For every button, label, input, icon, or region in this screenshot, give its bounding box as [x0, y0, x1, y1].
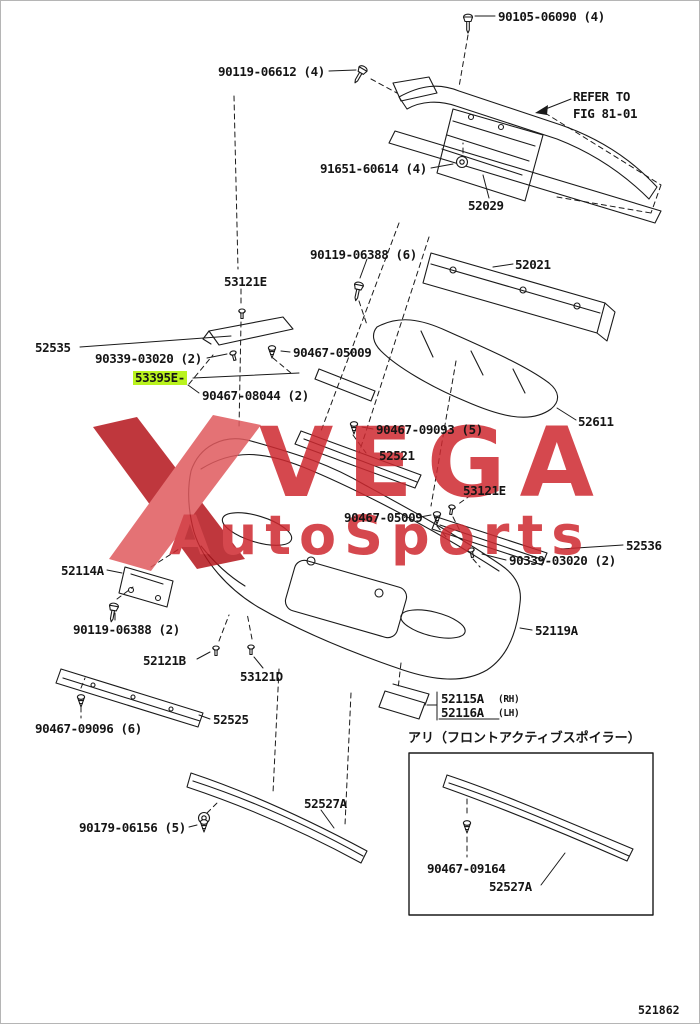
inset-box	[408, 752, 654, 916]
screw-icon	[462, 820, 472, 834]
bolt-icon	[462, 13, 474, 34]
clip-icon	[228, 349, 239, 362]
clip-icon	[238, 308, 246, 320]
refer-note: REFER TO	[573, 89, 631, 104]
part-label: 52536	[626, 538, 662, 553]
moulding-strips-shape	[294, 368, 548, 566]
inset-caption: アリ（フロントアクティブスポイラー）	[408, 731, 641, 746]
bolt-icon	[350, 280, 365, 303]
part-label: 52121B	[143, 653, 186, 668]
clip-icon	[466, 546, 477, 559]
part-label: 90467-05009	[344, 510, 423, 525]
part-label: 52115A	[441, 691, 484, 706]
part-label: 52527A	[489, 879, 532, 894]
part-label: 53121E	[224, 274, 267, 289]
spoiler-shape	[186, 772, 368, 864]
clip-icon	[446, 503, 457, 516]
part-label: 90467-08044 (2)	[202, 388, 309, 403]
clip-icon	[247, 644, 255, 656]
part-label: 52021	[515, 257, 551, 272]
screw-icon	[267, 345, 277, 359]
screw-icon	[349, 421, 359, 435]
bolt-icon	[106, 601, 120, 624]
part-label-highlighted: 53395E-	[133, 370, 187, 386]
part-label: 90179-06156 (5)	[79, 820, 186, 835]
fog-cover-shape	[378, 683, 430, 720]
part-label: 52119A	[535, 623, 578, 638]
part-label: 90339-03020 (2)	[95, 351, 202, 366]
radiator-support-shape	[388, 76, 662, 224]
part-label: 90119-06388 (6)	[310, 247, 417, 262]
energy-absorber-shape	[372, 319, 559, 418]
part-label: 90467-09164	[427, 861, 506, 876]
screw-icon	[76, 694, 86, 708]
part-label: 52535	[35, 340, 71, 355]
part-label: 53121D	[240, 669, 283, 684]
part-label: 90339-03020 (2)	[509, 553, 616, 568]
part-label: 90105-06090 (4)	[498, 9, 605, 24]
part-label: 90467-09096 (6)	[35, 721, 142, 736]
clip-icon	[212, 645, 220, 657]
figure-code: 521862	[638, 1003, 680, 1017]
bumper-reinforcement-shape	[422, 252, 616, 342]
part-label: 52521	[379, 448, 415, 463]
bumper-cover-shape	[188, 438, 521, 680]
part-label: 90119-06388 (2)	[73, 622, 180, 637]
part-label: 52114A	[61, 563, 104, 578]
part-label: 52029	[468, 198, 504, 213]
part-label: 90467-09093 (5)	[376, 422, 483, 437]
screw-icon	[199, 819, 209, 833]
bolt-icon	[350, 63, 369, 86]
part-label: 53121E	[463, 483, 506, 498]
part-label: 52527A	[304, 796, 347, 811]
part-label-suffix: (LH)	[498, 708, 520, 719]
lower-support-shape	[55, 668, 204, 728]
part-label: 52611	[578, 414, 614, 429]
part-label: 90467-05009	[293, 345, 372, 360]
part-label: 90119-06612 (4)	[218, 64, 325, 79]
part-label: 52116A	[441, 705, 484, 720]
part-label: 52525	[213, 712, 249, 727]
refer-note: FIG 81-01	[573, 106, 638, 121]
construction-lines	[80, 34, 662, 858]
grommet-icon	[455, 155, 469, 169]
side-bracket-shape	[118, 566, 174, 608]
side-support-shape	[202, 316, 294, 346]
leader-lines	[79, 15, 624, 886]
part-label-suffix: (RH)	[498, 694, 520, 705]
part-label: 91651-60614 (4)	[320, 161, 427, 176]
